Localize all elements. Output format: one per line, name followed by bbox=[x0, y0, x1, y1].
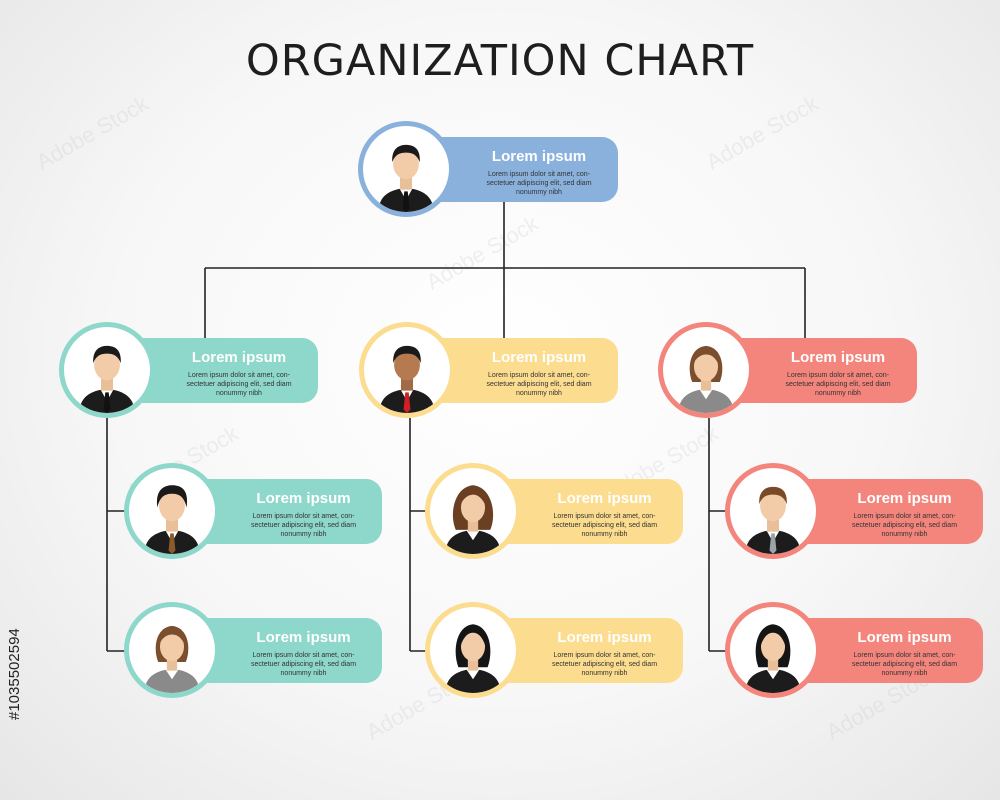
man-gray-tie-icon bbox=[725, 463, 821, 559]
woman-gray-suit-icon bbox=[658, 322, 754, 418]
page-title: ORGANIZATION CHART bbox=[245, 36, 755, 86]
node-title: Lorem ipsum bbox=[491, 148, 587, 165]
node-description: Lorem ipsum dolor sit amet, con-sectetue… bbox=[250, 513, 357, 538]
node-title: Lorem ipsum bbox=[557, 490, 652, 507]
node-description: Lorem ipsum dolor sit amet, con-sectetue… bbox=[785, 372, 891, 397]
node-card: Lorem ipsum Lorem ipsum dolor sit amet, … bbox=[170, 618, 382, 683]
node-title: Lorem ipsum bbox=[790, 349, 886, 366]
node-title: Lorem ipsum bbox=[557, 629, 652, 646]
man-suit-red-tie-icon bbox=[359, 322, 455, 418]
node-title: Lorem ipsum bbox=[857, 490, 952, 507]
node-title: Lorem ipsum bbox=[191, 349, 287, 366]
node-title: Lorem ipsum bbox=[857, 629, 952, 646]
man-suit-tie-icon bbox=[358, 121, 454, 217]
node-description: Lorem ipsum dolor sit amet, con-sectetue… bbox=[551, 652, 658, 677]
node-description: Lorem ipsum dolor sit amet, con-sectetue… bbox=[851, 652, 958, 677]
node-description: Lorem ipsum dolor sit amet, con-sectetue… bbox=[486, 372, 592, 397]
node-description: Lorem ipsum dolor sit amet, con-sectetue… bbox=[250, 652, 357, 677]
node-description: Lorem ipsum dolor sit amet, con-sectetue… bbox=[551, 513, 658, 538]
node-title: Lorem ipsum bbox=[491, 349, 587, 366]
stock-image-id: #1035502594 bbox=[6, 628, 23, 720]
woman-black-hair-icon bbox=[725, 602, 821, 698]
man-suit-tie-icon bbox=[59, 322, 155, 418]
man-brown-tie-icon bbox=[124, 463, 220, 559]
node-description: Lorem ipsum dolor sit amet, con-sectetue… bbox=[186, 372, 292, 397]
woman-curly-hair-icon bbox=[425, 463, 521, 559]
woman-black-hair-icon bbox=[425, 602, 521, 698]
node-title: Lorem ipsum bbox=[256, 629, 351, 646]
woman-gray-suit-icon bbox=[124, 602, 220, 698]
node-description: Lorem ipsum dolor sit amet, con-sectetue… bbox=[851, 513, 958, 538]
node-description: Lorem ipsum dolor sit amet, con-sectetue… bbox=[486, 171, 592, 196]
node-title: Lorem ipsum bbox=[256, 490, 351, 507]
